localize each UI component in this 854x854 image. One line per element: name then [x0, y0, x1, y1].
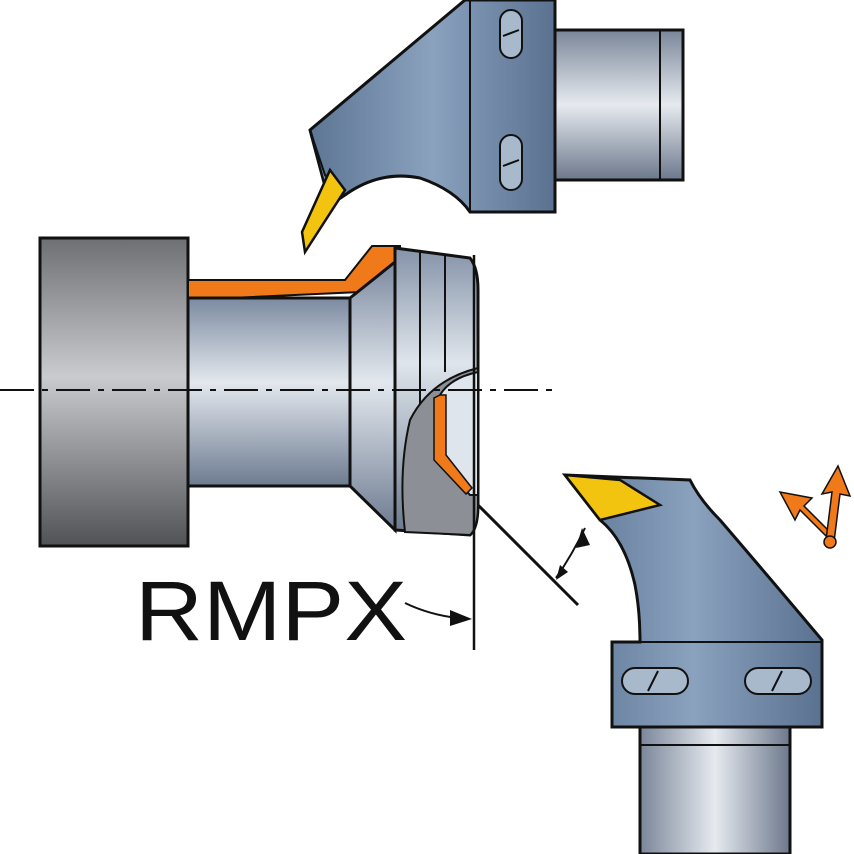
arrow-head-icon: [556, 565, 568, 580]
workpiece-shaft: [186, 296, 352, 488]
feed-direction-arrows-icon: [778, 464, 852, 549]
feed-arrow-left: [778, 490, 836, 542]
workpiece-chuck: [38, 236, 190, 548]
angle-annotation: [404, 255, 590, 650]
slot-mark: [647, 670, 659, 692]
angle-leg-line: [476, 503, 580, 607]
code-label: RMPX: [135, 564, 407, 658]
lower-clamp-body: [561, 473, 824, 729]
workpiece-taper: [348, 258, 397, 534]
feed-arrow-up: [820, 464, 852, 543]
arrow-head-icon: [576, 528, 590, 548]
machined-profile-inner: [433, 394, 474, 496]
workpiece: [0, 236, 560, 548]
upper-insert: [300, 167, 347, 256]
upper-shank: [553, 28, 685, 182]
slot-mark: [771, 670, 783, 692]
feed-arrow-joint: [823, 535, 837, 549]
arrow-head-icon: [450, 610, 472, 626]
lower-shank: [638, 725, 792, 854]
upper-clamp-body: [308, 0, 557, 214]
slot-mark: [502, 29, 520, 37]
slot-mark: [502, 159, 520, 167]
lower-slot-icon: [621, 667, 689, 695]
upper-tool-holder: [300, 0, 685, 256]
lower-insert: [562, 473, 664, 522]
lower-tool-holder: [561, 473, 824, 854]
